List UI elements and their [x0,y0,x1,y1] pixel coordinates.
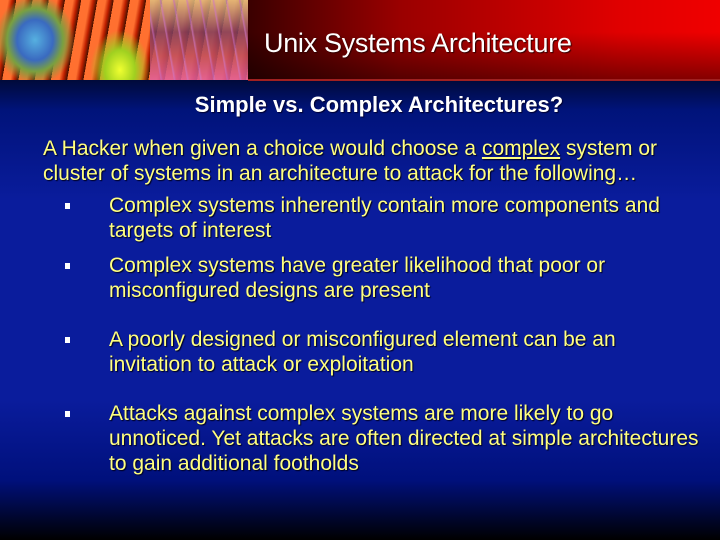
bullet-item: A poorly designed or misconfigured eleme… [43,327,703,377]
square-bullet-icon [65,411,70,417]
globe-grid-graphic [150,0,248,80]
bullet-text: Complex systems have greater likelihood … [109,254,606,302]
bullet-list: Complex systems inherently contain more … [43,193,703,476]
banner-image [0,0,248,80]
header-divider [248,79,720,81]
intro-emphasis: complex [481,137,561,160]
slide-header [0,0,720,80]
bullet-item: Complex systems have greater likelihood … [43,253,703,303]
square-bullet-icon [65,203,70,209]
square-bullet-icon [65,337,70,343]
slide-body: A Hacker when given a choice would choos… [43,136,703,476]
bullet-text: Complex systems inherently contain more … [109,194,660,242]
bullet-item: Attacks against complex systems are more… [43,401,703,476]
bullet-item: Complex systems inherently contain more … [43,193,703,243]
slide-subtitle: Simple vs. Complex Architectures? [194,92,564,117]
intro-paragraph: A Hacker when given a choice would choos… [43,136,703,186]
bullet-text: A poorly designed or misconfigured eleme… [109,328,616,376]
bullet-text: Attacks against complex systems are more… [109,402,699,475]
square-bullet-icon [65,263,70,269]
intro-text-before: A Hacker when given a choice would choos… [43,137,482,160]
slide-title: Unix Systems Architecture [264,28,572,58]
intro-text-after: system or cluster of systems in an archi… [43,137,657,185]
